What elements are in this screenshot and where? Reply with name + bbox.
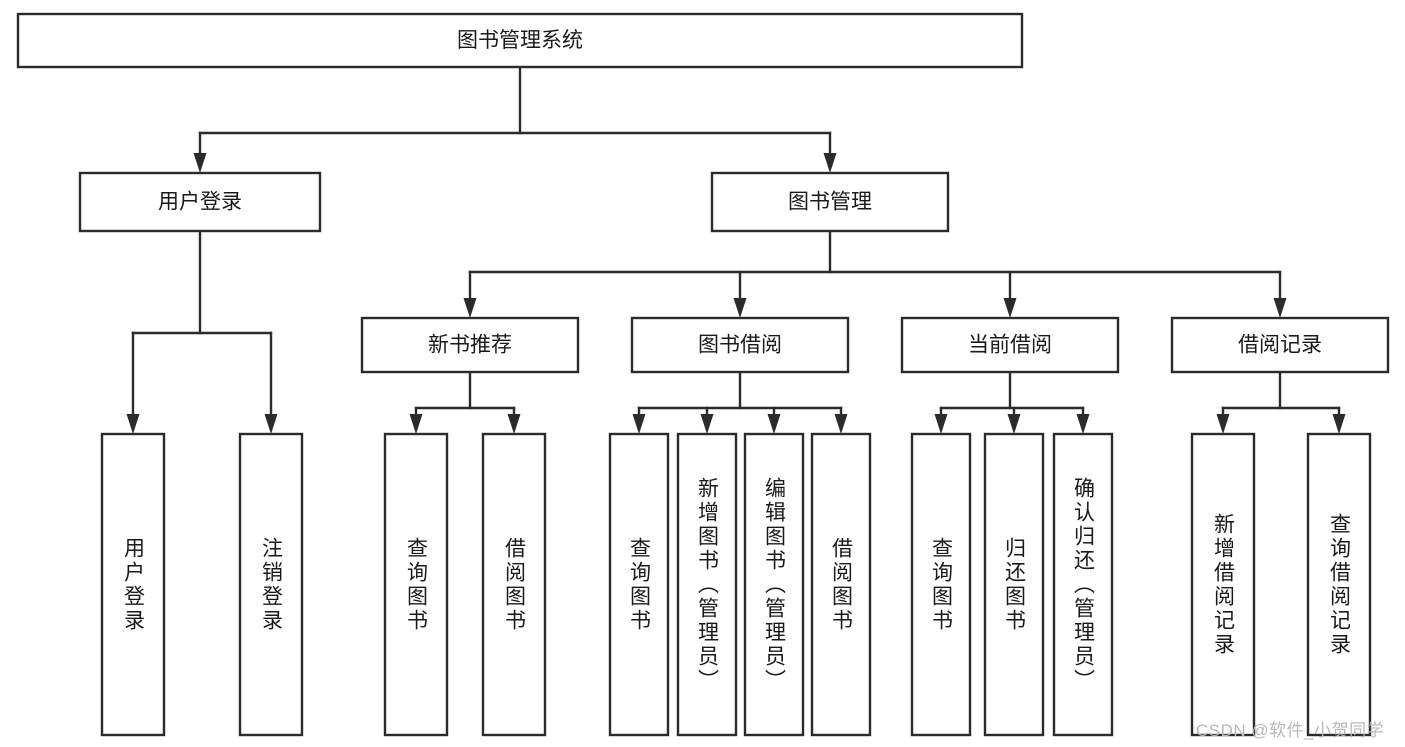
book-manage-branch-3-arrowhead — [1273, 298, 1287, 318]
node-leaf-query-book-2[interactable] — [608, 432, 670, 737]
node-borrow-record[interactable]: 借阅记录 — [1170, 316, 1390, 374]
node-leaf-query-book-3-box[interactable] — [910, 432, 972, 737]
node-new-book-recommend-box[interactable] — [360, 316, 580, 374]
node-leaf-query-record-box[interactable] — [1306, 432, 1372, 737]
node-current-borrow[interactable]: 当前借阅 — [900, 316, 1120, 374]
root-branch-0-arrowhead — [193, 153, 207, 173]
node-leaf-add-record[interactable] — [1190, 432, 1256, 737]
node-leaf-edit-book[interactable] — [743, 432, 805, 737]
book-manage-branch-1-arrowhead — [733, 298, 747, 318]
node-root-label: 图书管理系统 — [457, 29, 583, 52]
node-leaf-return-book[interactable] — [983, 432, 1045, 737]
node-book-manage[interactable]: 图书管理 — [710, 171, 950, 233]
new-book-recommend-branch-0-arrowhead — [409, 414, 423, 434]
node-book-manage-box[interactable] — [710, 171, 950, 233]
connector-layer — [126, 65, 1346, 434]
node-new-book-recommend[interactable]: 新书推荐 — [360, 316, 580, 374]
user-login-branch-1-arrowhead — [264, 414, 278, 434]
user-login-branch-0-arrowhead — [126, 414, 140, 434]
borrow-record-branch-0-arrowhead — [1216, 414, 1230, 434]
node-leaf-logout[interactable] — [238, 432, 304, 737]
book-borrow-branch-0-arrowhead — [632, 414, 646, 434]
node-user-login-box[interactable] — [78, 171, 322, 233]
book-manage-branch-2-arrowhead — [1003, 298, 1017, 318]
node-leaf-return-book-box[interactable] — [983, 432, 1045, 737]
current-borrow-branch-2-arrowhead — [1076, 414, 1090, 434]
node-root-box[interactable] — [16, 12, 1024, 69]
node-borrow-record-label: 借阅记录 — [1238, 334, 1322, 357]
node-leaf-add-book[interactable] — [676, 432, 738, 737]
node-leaf-query-record[interactable] — [1306, 432, 1372, 737]
book-borrow-branch-2-arrowhead — [767, 414, 781, 434]
node-leaf-edit-book-box[interactable] — [743, 432, 805, 737]
node-leaf-add-record-box[interactable] — [1190, 432, 1256, 737]
root-branch-1-arrowhead — [823, 153, 837, 173]
node-root[interactable]: 图书管理系统 — [16, 12, 1024, 69]
current-borrow-branch-0-arrowhead — [934, 414, 948, 434]
node-leaf-query-book-1-box[interactable] — [383, 432, 449, 737]
node-leaf-query-book-1[interactable] — [383, 432, 449, 737]
node-leaf-confirm-return-box[interactable] — [1052, 432, 1114, 737]
book-borrow-branch-1-arrowhead — [700, 414, 714, 434]
node-leaf-logout-box[interactable] — [238, 432, 304, 737]
node-book-manage-label: 图书管理 — [788, 191, 872, 214]
node-user-login[interactable]: 用户登录 — [78, 171, 322, 233]
new-book-recommend-branch-1-arrowhead — [507, 414, 521, 434]
borrow-record-branch-1-arrowhead — [1332, 414, 1346, 434]
node-new-book-recommend-label: 新书推荐 — [428, 334, 512, 357]
node-leaf-confirm-return[interactable] — [1052, 432, 1114, 737]
node-leaf-query-book-2-box[interactable] — [608, 432, 670, 737]
node-current-borrow-label: 当前借阅 — [968, 334, 1052, 357]
node-leaf-borrow-book-2[interactable] — [810, 432, 872, 737]
node-leaf-user-login-box[interactable] — [100, 432, 166, 737]
node-leaf-user-login[interactable] — [100, 432, 166, 737]
node-user-login-label: 用户登录 — [158, 191, 242, 214]
book-borrow-branch-3-arrowhead — [834, 414, 848, 434]
node-borrow-record-box[interactable] — [1170, 316, 1390, 374]
current-borrow-branch-1-arrowhead — [1007, 414, 1021, 434]
node-book-borrow[interactable]: 图书借阅 — [630, 316, 850, 374]
node-leaf-borrow-book-1[interactable] — [481, 432, 547, 737]
node-book-borrow-box[interactable] — [630, 316, 850, 374]
node-leaf-borrow-book-1-box[interactable] — [481, 432, 547, 737]
node-leaf-query-book-3[interactable] — [910, 432, 972, 737]
book-manage-branch-0-arrowhead — [463, 298, 477, 318]
node-current-borrow-box[interactable] — [900, 316, 1120, 374]
node-book-borrow-label: 图书借阅 — [698, 334, 782, 357]
node-leaf-add-book-box[interactable] — [676, 432, 738, 737]
watermark-text: CSDN @软件_小贺同学 — [1196, 721, 1385, 740]
node-leaf-borrow-book-2-box[interactable] — [810, 432, 872, 737]
